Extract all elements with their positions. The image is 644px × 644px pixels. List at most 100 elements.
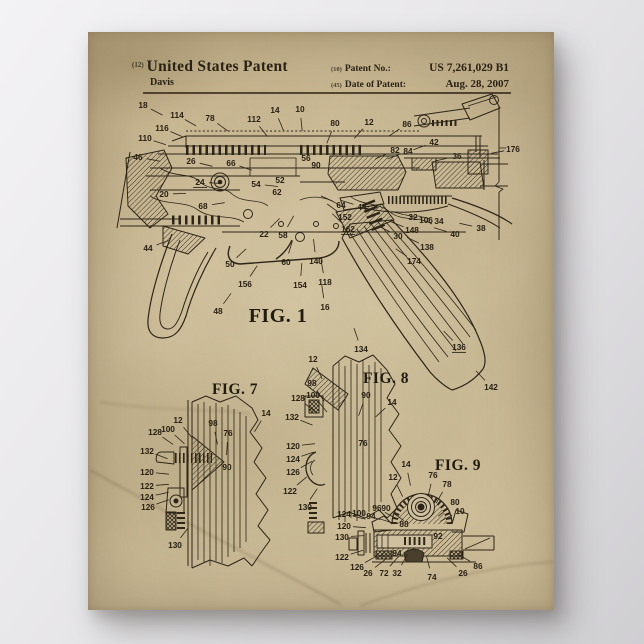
leader-line <box>435 157 449 162</box>
date-value: Aug. 28, 2007 <box>445 78 509 90</box>
part-number: 124 <box>140 492 154 502</box>
patent-number-row: (10) Patent No.: US 7,261,029 B1 <box>331 61 509 77</box>
part-number: 42 <box>429 137 439 147</box>
leader-line <box>288 240 293 254</box>
leader-line <box>443 330 454 341</box>
patent-no-value: US 7,261,029 B1 <box>429 62 509 74</box>
leader-line <box>259 125 268 137</box>
part-number: 140 <box>309 256 323 266</box>
part-number: 64 <box>336 200 346 210</box>
part-number: 44 <box>143 243 153 253</box>
part-number: 12 <box>388 472 398 482</box>
leader-line <box>304 403 316 413</box>
leader-line <box>350 535 365 537</box>
part-number: 154 <box>293 280 307 290</box>
leader-line <box>393 512 405 522</box>
part-number: 68 <box>198 201 208 211</box>
part-number: 112 <box>247 114 261 124</box>
leader-line <box>153 140 167 146</box>
part-number: 120 <box>286 441 300 451</box>
part-number: 78 <box>205 113 215 123</box>
leader-line <box>438 507 449 517</box>
date-code: (45) <box>331 82 342 89</box>
leader-line <box>440 514 453 522</box>
leader-line <box>313 239 316 253</box>
leader-line <box>254 420 262 433</box>
part-number: 14 <box>387 397 397 407</box>
part-number: 76 <box>358 438 368 448</box>
leader-line <box>379 518 393 524</box>
part-number: 18 <box>138 100 148 110</box>
leader-line <box>270 218 280 228</box>
leader-line <box>350 549 364 555</box>
leader-line <box>300 460 313 468</box>
leader-line <box>162 436 174 445</box>
leader-line <box>296 476 308 486</box>
leader-line <box>354 128 364 139</box>
part-number: 88 <box>399 519 409 529</box>
figure-label-fig9: FIG. 9 <box>435 457 481 474</box>
part-number: 66 <box>226 158 236 168</box>
leader-line <box>389 556 399 567</box>
leader-line <box>150 108 163 116</box>
part-number: 100 <box>161 424 175 434</box>
leader-line <box>413 144 426 151</box>
leader-line <box>183 426 192 438</box>
leader-line <box>156 240 169 246</box>
part-number: 90 <box>222 462 232 472</box>
leader-line <box>340 200 354 205</box>
part-number: 152 <box>338 212 352 222</box>
part-number: 14 <box>401 459 411 469</box>
part-number: 138 <box>420 242 434 252</box>
part-number: 84 <box>403 146 413 156</box>
part-number: 128 <box>291 393 305 403</box>
part-number: 122 <box>283 486 297 496</box>
header-divider <box>143 92 511 94</box>
drawing-art <box>116 93 513 569</box>
part-number: 132 <box>285 412 299 422</box>
part-number: 142 <box>484 382 498 392</box>
part-number: 100 <box>306 390 320 400</box>
leader-line <box>384 512 397 520</box>
part-number: 50 <box>225 259 235 269</box>
leader-line <box>184 119 197 127</box>
part-number: 10 <box>455 506 465 516</box>
part-number: 106 <box>419 215 433 225</box>
leader-line <box>309 488 318 500</box>
leader-line <box>249 265 258 277</box>
part-number: 100 <box>352 508 366 518</box>
leader-line <box>211 202 225 205</box>
figure-label-fig1: FIG. 1 <box>249 305 308 327</box>
leader-line <box>155 472 169 475</box>
part-number: 86 <box>473 561 483 571</box>
part-number: 20 <box>159 189 169 199</box>
leader-line <box>320 195 333 202</box>
fig8-art <box>304 354 402 534</box>
part-number: 176 <box>506 144 520 154</box>
part-number: 124 <box>337 509 351 519</box>
part-number: 92 <box>433 531 443 541</box>
part-number: 60 <box>281 257 291 267</box>
part-number: 32 <box>392 568 402 578</box>
leader-line <box>174 434 185 444</box>
leader-line <box>320 260 324 274</box>
inventor-name: Davis <box>150 77 174 88</box>
leader-line <box>367 515 381 520</box>
leader-line <box>301 443 315 446</box>
part-number: 12 <box>308 354 318 364</box>
part-number: 14 <box>270 105 280 115</box>
part-number: 120 <box>337 521 351 531</box>
patent-title: United States Patent <box>146 58 288 75</box>
part-number: 90 <box>311 160 321 170</box>
leader-line <box>300 263 303 277</box>
part-number: 130 <box>298 502 312 512</box>
leader-line <box>223 293 232 305</box>
part-number: 126 <box>350 562 364 572</box>
part-number: 46 <box>133 152 143 162</box>
leader-line <box>155 483 169 486</box>
leader-line <box>180 527 189 539</box>
leader-line <box>326 203 338 213</box>
part-number: 26 <box>458 568 468 578</box>
doc-code: (12) <box>132 61 144 69</box>
